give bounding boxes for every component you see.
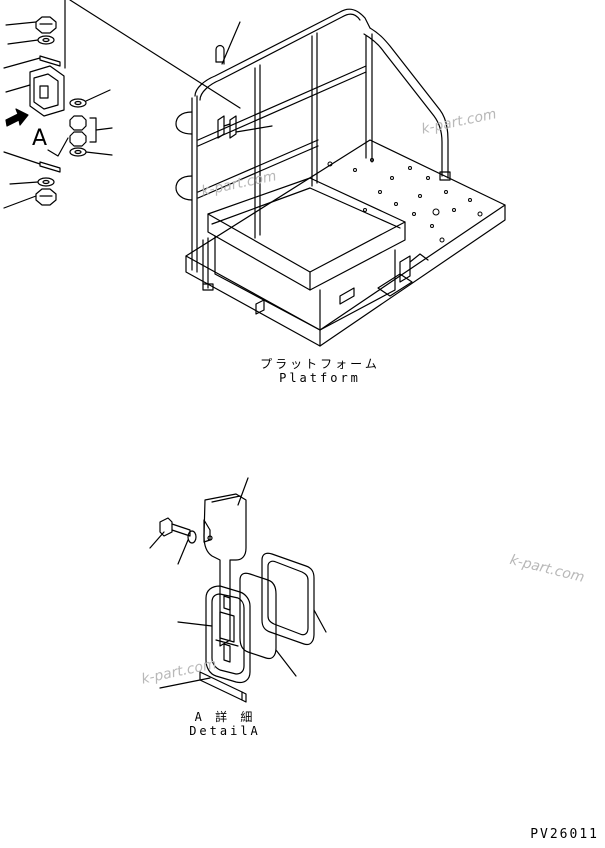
exploded-parts-column — [3, 0, 241, 209]
view-marker-a: A — [32, 126, 48, 151]
platform-assembly — [175, 8, 506, 347]
platform-caption-jp: プラットフォーム — [260, 357, 380, 371]
detail-caption-jp: A 詳 細 — [194, 710, 256, 724]
drawing-code: PV26011 — [530, 827, 599, 842]
detail-caption-en: DetailA — [189, 724, 261, 738]
platform-caption-en: Platform — [279, 371, 361, 385]
detail-a-assembly — [149, 477, 327, 703]
